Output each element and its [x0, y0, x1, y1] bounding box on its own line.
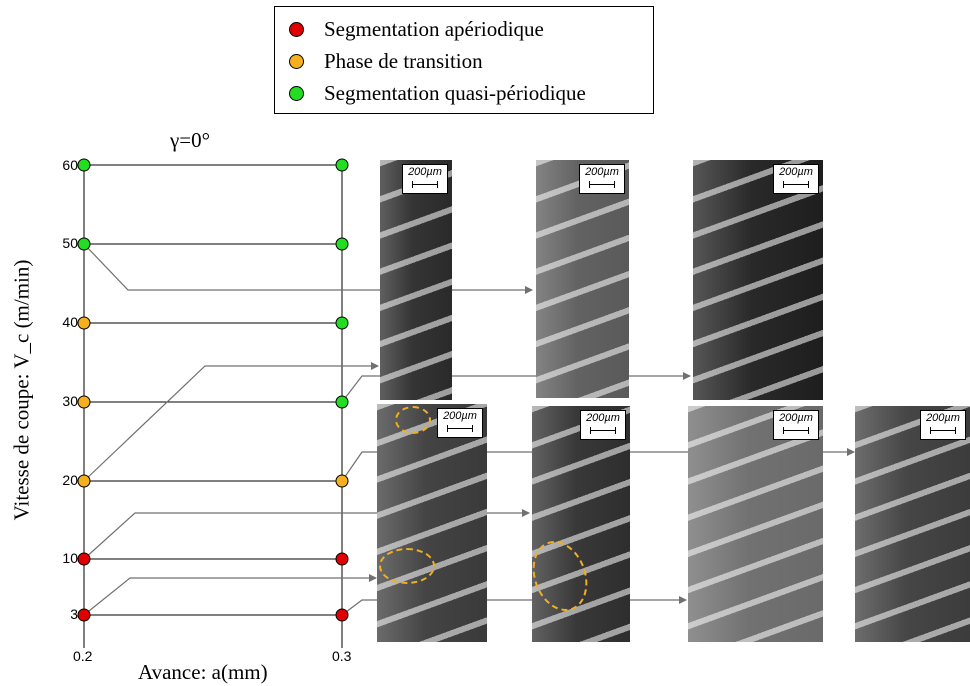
data-point: [335, 395, 349, 409]
scale-bar: 200µm: [402, 164, 448, 194]
scale-bar: 200µm: [920, 410, 966, 440]
scale-bar: 200µm: [579, 164, 625, 194]
chip-micrograph: 200µm: [693, 160, 823, 400]
x-tick-label: 0.2: [73, 648, 93, 664]
y-tick-label: 40: [62, 314, 78, 330]
legend-label: Segmentation apériodique: [324, 16, 544, 41]
y-tick-label: 30: [62, 393, 78, 409]
chip-micrograph: 200µm: [377, 404, 487, 642]
data-point: [77, 395, 91, 409]
legend-label: Segmentation quasi-périodique: [324, 80, 586, 105]
y-tick-label: 20: [62, 472, 78, 488]
x-axis-label: Avance: a(mm): [138, 660, 268, 684]
data-point: [77, 237, 91, 251]
data-point: [335, 552, 349, 566]
orange-dot-icon: [289, 53, 304, 69]
data-point: [77, 552, 91, 566]
y-tick-label: 60: [62, 157, 78, 173]
connector-arrow: [83, 574, 377, 616]
scale-bar: 200µm: [773, 410, 819, 440]
connector-arrow: [83, 243, 533, 294]
data-point: [77, 316, 91, 330]
legend-item-quasi-periodic: Segmentation quasi-périodique: [289, 79, 586, 107]
data-point: [335, 608, 349, 622]
highlight-ellipse: [395, 406, 431, 434]
scale-bar: 200µm: [580, 410, 626, 440]
chip-micrograph: 200µm: [380, 160, 452, 400]
highlight-ellipse: [523, 533, 597, 619]
y-tick-label: 50: [62, 235, 78, 251]
data-point: [77, 608, 91, 622]
highlight-ellipse: [379, 548, 435, 584]
data-point: [335, 158, 349, 172]
chart-title: γ=0°: [170, 128, 211, 152]
data-point: [77, 158, 91, 172]
chip-micrograph: 200µm: [688, 406, 823, 642]
data-point: [335, 474, 349, 488]
chip-micrograph: 200µm: [523, 406, 630, 642]
chip-micrograph: 200µm: [855, 406, 970, 642]
scale-bar: 200µm: [437, 408, 483, 438]
x-tick-label: 0.3: [332, 648, 352, 664]
red-dot-icon: [289, 21, 304, 37]
green-dot-icon: [289, 85, 304, 101]
y-tick-label: 3: [70, 606, 78, 622]
legend-label: Phase de transition: [324, 48, 483, 73]
y-tick-label: 10: [62, 550, 78, 566]
data-point: [335, 316, 349, 330]
data-point: [335, 237, 349, 251]
data-point: [77, 474, 91, 488]
chip-micrograph: 200µm: [536, 160, 629, 398]
legend: Segmentation apériodique Phase de transi…: [274, 6, 654, 114]
legend-item-transition: Phase de transition: [289, 47, 483, 75]
legend-item-aperiodic: Segmentation apériodique: [289, 15, 544, 43]
scale-bar: 200µm: [773, 164, 819, 194]
connector-arrow: [83, 362, 379, 482]
